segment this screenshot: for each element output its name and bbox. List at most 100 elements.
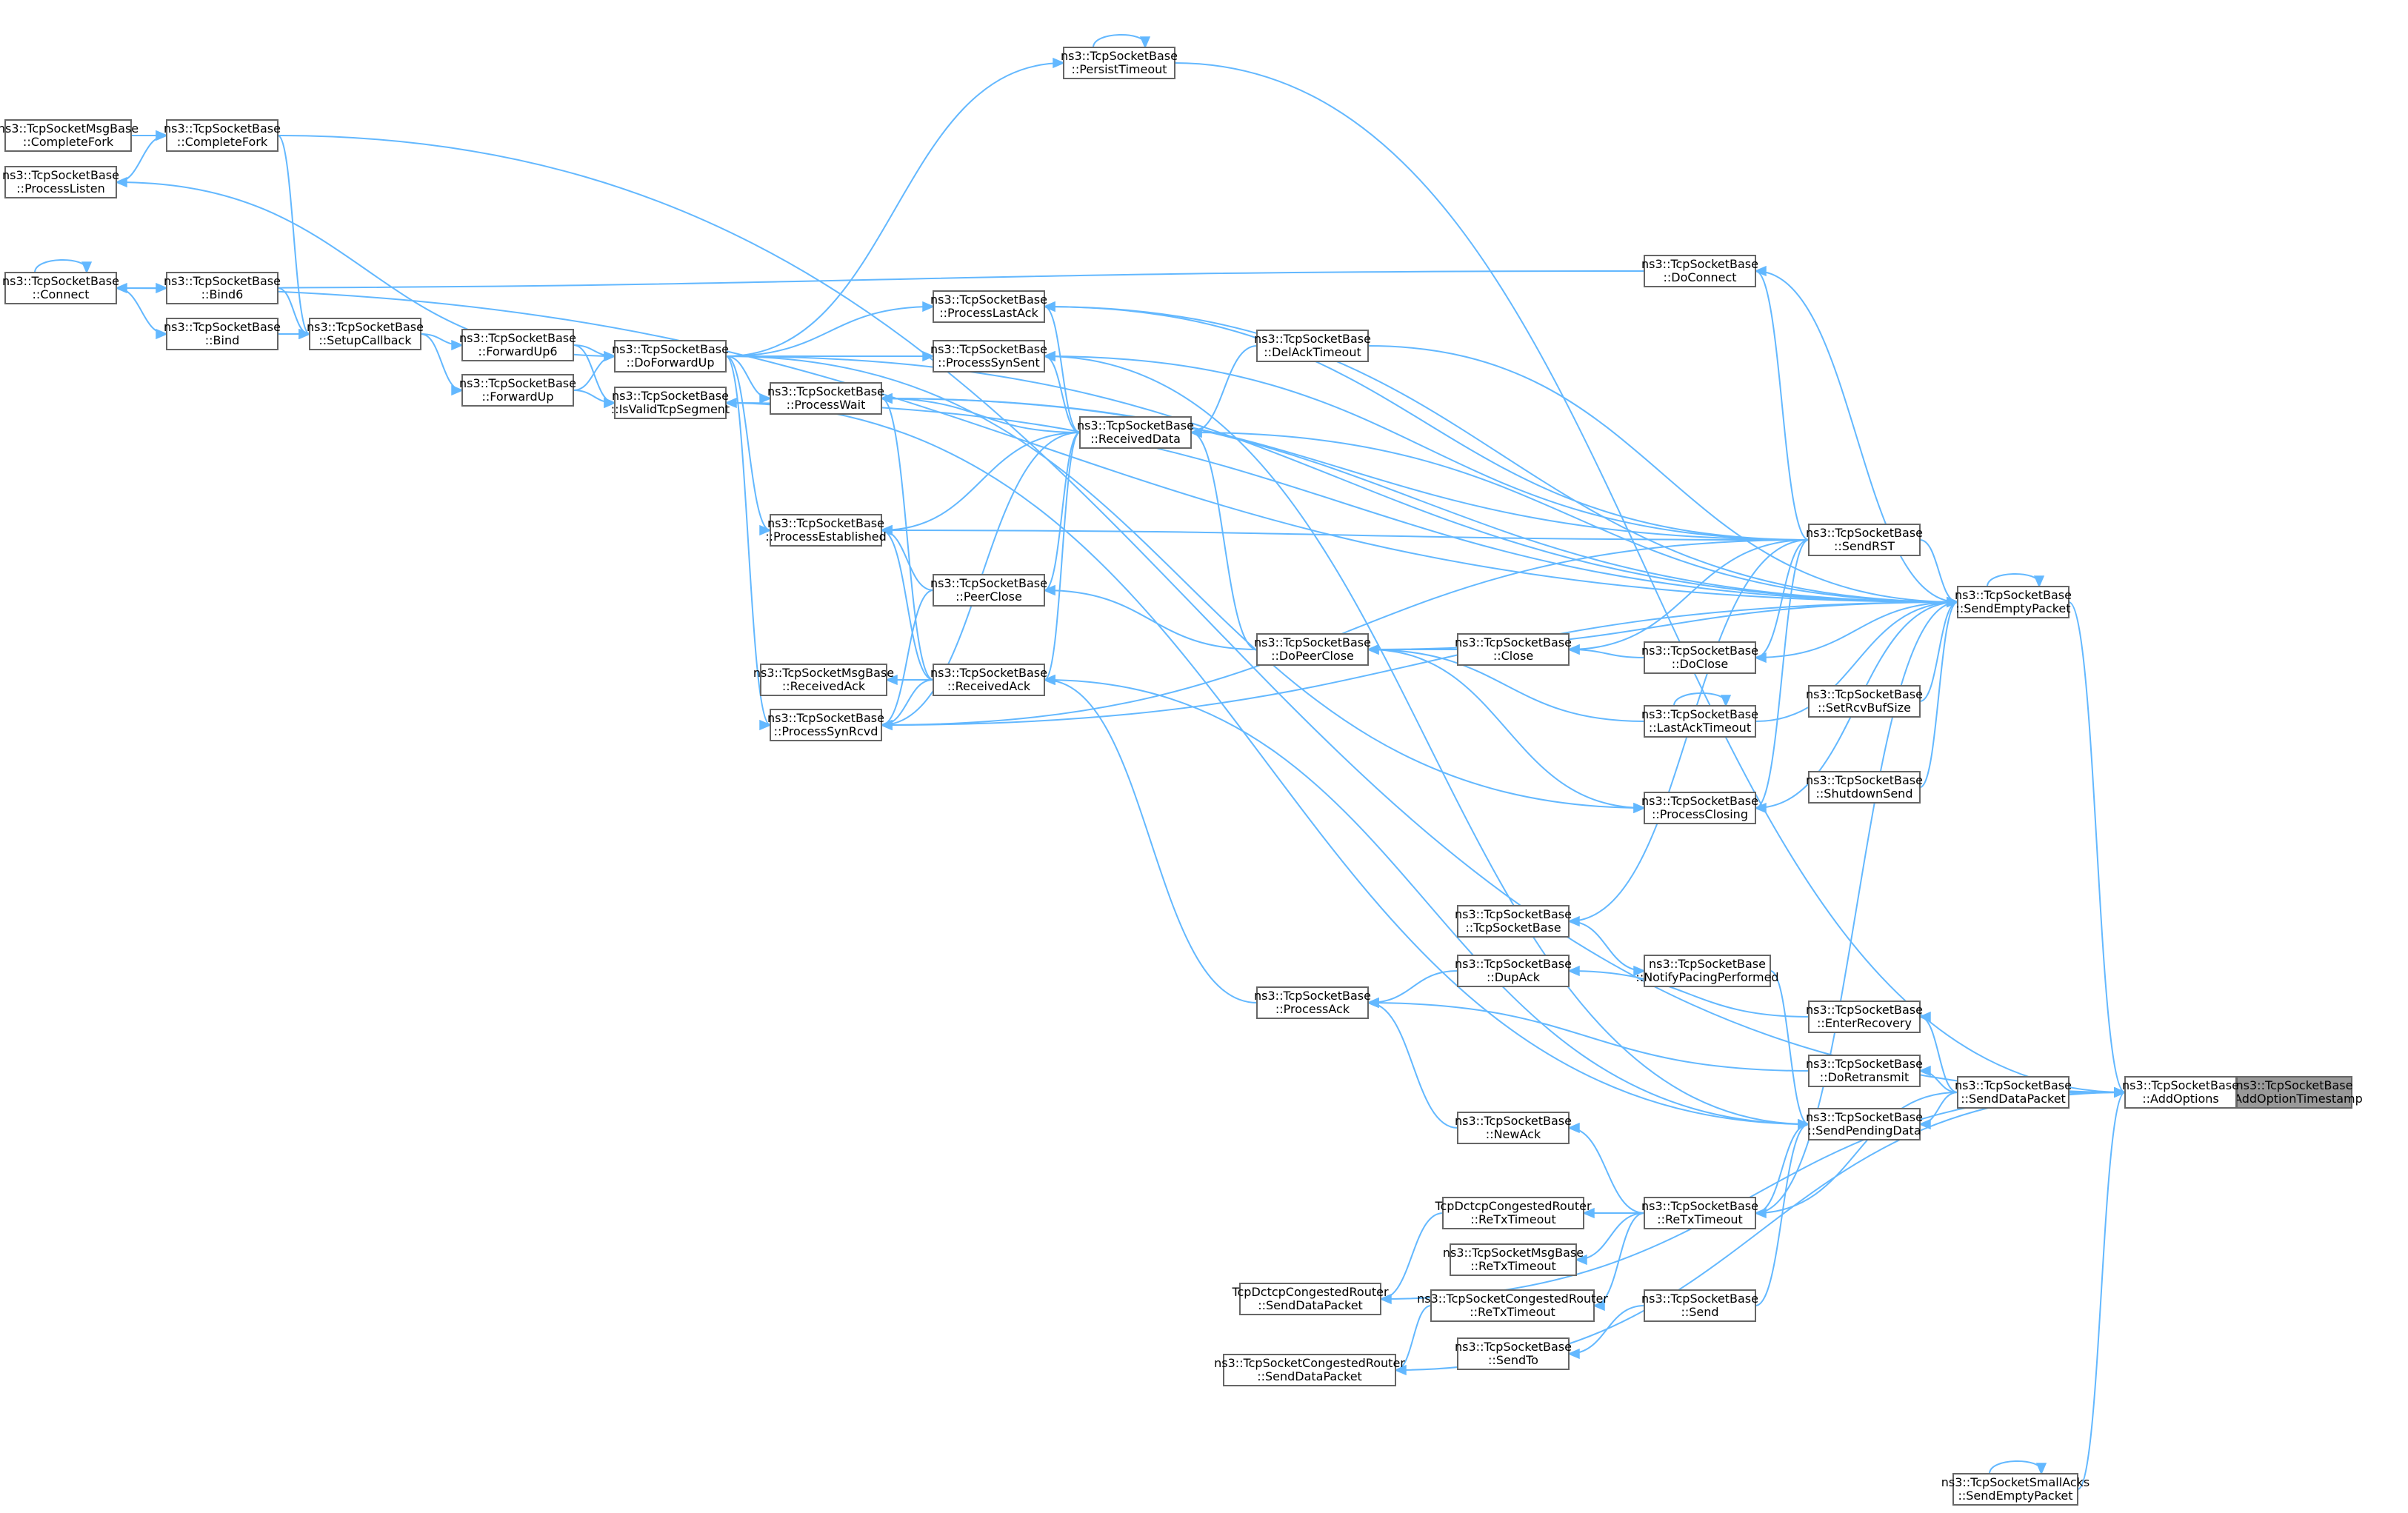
node-sendPendingData[interactable]: ns3::TcpSocketBase::SendPendingData: [1806, 1108, 1923, 1140]
node-notifyPacing[interactable]: ns3::TcpSocketBase::NotifyPacingPerforme…: [1635, 955, 1779, 987]
edge-send-to-sendTo: [1567, 1305, 1645, 1360]
edge-line: [1568, 921, 1645, 972]
node-setupCallback[interactable]: ns3::TcpSocketBase::SetupCallback: [307, 318, 424, 350]
node-doPeerClose[interactable]: ns3::TcpSocketBase::DoPeerClose: [1254, 633, 1371, 666]
edge-line: [1044, 432, 1081, 591]
node-processListen[interactable]: ns3::TcpSocketBase::ProcessListen: [2, 166, 119, 198]
edge-line: [1755, 601, 1958, 722]
edge-line: [1987, 572, 2040, 587]
node-label-line2: ::Connect: [33, 287, 90, 301]
edge-sendPendingData-to-isValidTcpSegment: [724, 397, 1810, 1125]
edge-line: [1367, 970, 1458, 1003]
edge-line: [725, 402, 1810, 1125]
node-processEstablished[interactable]: ns3::TcpSocketBase::ProcessEstablished: [765, 514, 887, 547]
node-sendEmptyPacket[interactable]: ns3::TcpSocketBase::SendEmptyPacket: [1955, 586, 2072, 618]
node-box: [933, 340, 1045, 373]
node-label-line1: ns3::TcpSocketMsgBase: [753, 666, 894, 680]
node-msgReceivedAck[interactable]: ns3::TcpSocketMsgBase::ReceivedAck: [753, 664, 894, 696]
arrow-head-icon: [922, 350, 935, 362]
edge-dupAck-to-processAck: [1367, 970, 1458, 1009]
node-newAck[interactable]: ns3::TcpSocketBase::NewAck: [1455, 1112, 1572, 1144]
node-close[interactable]: ns3::TcpSocketBase::Close: [1455, 633, 1572, 666]
node-congReTxTimeout[interactable]: ns3::TcpSocketCongestedRouter::ReTxTimeo…: [1417, 1289, 1608, 1322]
node-processLastAck[interactable]: ns3::TcpSocketBase::ProcessLastAck: [930, 290, 1047, 323]
node-label-line1: ns3::TcpSocketBase: [930, 576, 1047, 590]
node-label-line1: ns3::TcpSocketBase: [1455, 1340, 1572, 1354]
node-label-line2: ::ProcessClosing: [1652, 807, 1748, 821]
node-processSynSent[interactable]: ns3::TcpSocketBase::ProcessSynSent: [930, 340, 1047, 373]
node-shutdownSend[interactable]: ns3::TcpSocketBase::ShutdownSend: [1806, 771, 1923, 804]
node-delAckTimeout[interactable]: ns3::TcpSocketBase::DelAckTimeout: [1254, 330, 1371, 362]
node-dctcpReTxTimeout[interactable]: TcpDctcpCongestedRouter::ReTxTimeout: [1434, 1197, 1592, 1229]
node-forwardUp6[interactable]: ns3::TcpSocketBase::ForwardUp6: [459, 329, 576, 361]
node-setRcvBufSize[interactable]: ns3::TcpSocketBase::SetRcvBufSize: [1806, 685, 1923, 718]
node-enterRecovery[interactable]: ns3::TcpSocketBase::EnterRecovery: [1806, 1001, 1923, 1033]
edge-sendRST-to-close: [1567, 539, 1810, 655]
node-dupAck[interactable]: ns3::TcpSocketBase::DupAck: [1455, 955, 1572, 987]
node-box: [1442, 1197, 1584, 1229]
node-addOptions[interactable]: ns3::TcpSocketBase::AddOptions: [2122, 1076, 2239, 1109]
node-sendTo[interactable]: ns3::TcpSocketBase::SendTo: [1455, 1337, 1572, 1370]
node-label-line1: ns3::TcpSocketBase: [1641, 644, 1758, 658]
node-label-line2: ::DoPeerClose: [1271, 649, 1354, 663]
node-processWait[interactable]: ns3::TcpSocketBase::ProcessWait: [767, 382, 884, 415]
node-isValidTcpSegment[interactable]: ns3::TcpSocketBase::IsValidTcpSegment: [611, 387, 730, 419]
node-persistTimeout[interactable]: ns3::TcpSocketBase::PersistTimeout: [1061, 47, 1178, 79]
node-label-line2: ::ForwardUp6: [478, 344, 557, 358]
edge-sendRST-to-processEstablished: [880, 524, 1810, 541]
node-peerClose[interactable]: ns3::TcpSocketBase::PeerClose: [930, 574, 1047, 607]
node-processAck[interactable]: ns3::TcpSocketBase::ProcessAck: [1254, 986, 1371, 1019]
arrow-head-icon: [1043, 350, 1055, 362]
node-completeFork[interactable]: ns3::TcpSocketBase::CompleteFork: [164, 119, 281, 152]
node-label-line2: ::EnterRecovery: [1817, 1016, 1912, 1030]
node-congSendDataPacket[interactable]: ns3::TcpSocketCongestedRouter::SendDataP…: [1214, 1354, 1405, 1386]
node-label-line1: ns3::TcpSocketBase: [767, 516, 884, 530]
node-sendDataPacket[interactable]: ns3::TcpSocketBase::SendDataPacket: [1955, 1076, 2072, 1109]
arrow-head-icon: [1367, 997, 1379, 1009]
node-label-line1: TcpDctcpCongestedRouter: [1231, 1285, 1389, 1299]
node-label-line1: ns3::TcpSocketBase: [1077, 418, 1194, 432]
node-connect[interactable]: ns3::TcpSocketBase::Connect: [2, 272, 119, 304]
node-box: [770, 514, 882, 547]
node-label-line2: ::SendPendingData: [1807, 1123, 1921, 1138]
node-label-line2: ::PeerClose: [955, 589, 1022, 604]
node-dctcpSendDataPacket[interactable]: TcpDctcpCongestedRouter::SendDataPacket: [1231, 1283, 1389, 1315]
node-doClose[interactable]: ns3::TcpSocketBase::DoClose: [1641, 641, 1758, 674]
node-label-line2: ::ProcessWait: [787, 398, 866, 412]
arrow-head-icon: [1043, 674, 1055, 686]
edge-sendRST-to-processWait: [880, 393, 1810, 541]
node-doConnect[interactable]: ns3::TcpSocketBase::DoConnect: [1641, 255, 1758, 287]
node-msgCompleteFork[interactable]: ns3::TcpSocketMsgBase::CompleteFork: [0, 119, 139, 152]
node-forwardUp[interactable]: ns3::TcpSocketBase::ForwardUp: [459, 374, 576, 407]
node-label-line1: ns3::TcpSocketBase: [1455, 957, 1572, 971]
node-box: [1223, 1354, 1396, 1386]
node-sendRST[interactable]: ns3::TcpSocketBase::SendRST: [1806, 524, 1923, 556]
node-reTxTimeout[interactable]: ns3::TcpSocketBase::ReTxTimeout: [1641, 1197, 1758, 1229]
edge-line: [881, 432, 1081, 531]
node-smallAcksSendEmpty[interactable]: ns3::TcpSocketSmallAcks::SendEmptyPacket: [1941, 1473, 2090, 1506]
node-box: [1957, 1076, 2070, 1109]
node-label-line1: ns3::TcpSocketBase: [930, 293, 1047, 307]
edge-line: [1568, 970, 1810, 1018]
edge-connect-to-connect: [34, 258, 93, 274]
node-label-line2: ::SetupCallback: [318, 333, 412, 347]
node-bind6[interactable]: ns3::TcpSocketBase::Bind6: [164, 272, 281, 304]
node-tcpSocketBase[interactable]: ns3::TcpSocketBase::TcpSocketBase: [1455, 905, 1572, 938]
node-msgReTxTimeout[interactable]: ns3::TcpSocketMsgBase::ReTxTimeout: [1443, 1243, 1584, 1276]
node-doRetransmit[interactable]: ns3::TcpSocketBase::DoRetransmit: [1806, 1055, 1923, 1087]
node-label-line1: ns3::TcpSocketBase: [1806, 1110, 1923, 1124]
node-label-line2: ::IsValidTcpSegment: [611, 402, 730, 416]
node-label-line2: ::ProcessEstablished: [765, 530, 887, 544]
node-doForwardUp[interactable]: ns3::TcpSocketBase::DoForwardUp: [612, 340, 729, 373]
edge-send-to-sendPendingData: [1755, 1118, 1810, 1306]
node-receivedAck[interactable]: ns3::TcpSocketBase::ReceivedAck: [930, 664, 1047, 696]
node-lastAckTimeout[interactable]: ns3::TcpSocketBase::LastAckTimeout: [1641, 705, 1758, 738]
arrow-head-icon: [1139, 36, 1151, 49]
node-send[interactable]: ns3::TcpSocketBase::Send: [1641, 1289, 1758, 1322]
node-root[interactable]: ns3::TcpSocketBase::AddOptionTimestamp: [2226, 1076, 2363, 1109]
node-bind[interactable]: ns3::TcpSocketBase::Bind: [164, 318, 281, 350]
node-processClosing[interactable]: ns3::TcpSocketBase::ProcessClosing: [1641, 792, 1758, 824]
node-processSynRcvd[interactable]: ns3::TcpSocketBase::ProcessSynRcvd: [767, 709, 884, 741]
edge-processAck-to-receivedAck: [1043, 674, 1258, 1003]
node-receivedData[interactable]: ns3::TcpSocketBase::ReceivedData: [1077, 416, 1194, 449]
